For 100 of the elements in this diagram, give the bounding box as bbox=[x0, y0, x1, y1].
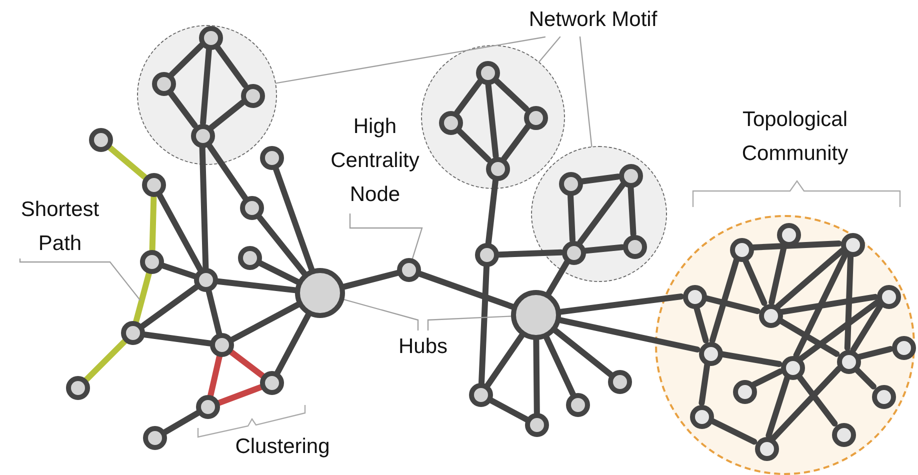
network-node bbox=[142, 173, 166, 197]
network-edge bbox=[230, 302, 301, 342]
network-edge bbox=[142, 332, 214, 346]
network-node bbox=[439, 111, 463, 135]
network-node bbox=[683, 285, 707, 309]
network-edge bbox=[149, 194, 157, 253]
network-node bbox=[759, 304, 783, 328]
network-edge bbox=[775, 248, 845, 310]
network-node bbox=[690, 405, 714, 429]
network-edge bbox=[140, 284, 200, 329]
network-edge bbox=[558, 294, 684, 315]
network-edge bbox=[496, 249, 564, 258]
network-edge bbox=[162, 410, 201, 435]
network-node bbox=[755, 437, 779, 461]
network-node bbox=[152, 72, 176, 96]
network-node bbox=[240, 196, 264, 220]
network-node bbox=[260, 371, 284, 395]
network-edge bbox=[766, 374, 790, 439]
network-node bbox=[66, 376, 90, 400]
network-edge bbox=[258, 260, 301, 285]
callout-label: Shortest Path bbox=[4, 193, 116, 259]
network-edge bbox=[488, 398, 530, 422]
network-edge bbox=[484, 332, 525, 388]
network-node bbox=[89, 128, 113, 152]
network-edge bbox=[84, 338, 128, 382]
network-node bbox=[623, 235, 647, 259]
network-edge bbox=[274, 312, 312, 376]
network-edge bbox=[850, 302, 884, 353]
network-edge bbox=[454, 78, 483, 116]
network-node bbox=[525, 413, 549, 437]
network-edge bbox=[256, 214, 308, 276]
callout-label: High Centrality Node bbox=[318, 110, 432, 214]
hub-node bbox=[511, 290, 561, 340]
network-node bbox=[892, 336, 916, 360]
network-edge bbox=[793, 250, 849, 358]
network-edge bbox=[214, 278, 298, 294]
network-edge bbox=[341, 270, 400, 290]
leader-line bbox=[579, 36, 592, 147]
network-edge bbox=[709, 256, 740, 344]
network-node bbox=[566, 393, 590, 417]
network-node bbox=[194, 268, 218, 292]
network-node bbox=[562, 241, 586, 265]
network-edge bbox=[133, 270, 152, 324]
network-edge bbox=[552, 328, 614, 378]
leader-line bbox=[19, 258, 141, 301]
network-node bbox=[469, 383, 493, 407]
network-edge bbox=[107, 144, 148, 180]
leader-line bbox=[349, 213, 423, 260]
network-edge bbox=[417, 271, 516, 310]
leader-line bbox=[275, 36, 546, 84]
network-node bbox=[841, 233, 865, 257]
leader-line bbox=[538, 36, 561, 62]
network-node bbox=[781, 356, 805, 380]
network-edge bbox=[798, 299, 880, 362]
leader-line bbox=[344, 299, 419, 331]
network-node bbox=[241, 84, 265, 108]
network-node bbox=[733, 380, 757, 404]
network-node bbox=[191, 124, 215, 148]
callout-label: Network Motif bbox=[528, 3, 658, 37]
network-edge bbox=[750, 368, 784, 388]
network-edge bbox=[478, 264, 490, 386]
network-node bbox=[872, 385, 896, 409]
network-node bbox=[476, 61, 500, 85]
network-edge bbox=[501, 124, 531, 162]
network-edge bbox=[577, 182, 626, 246]
network-node bbox=[210, 333, 234, 357]
network-edge bbox=[228, 349, 266, 379]
network-node bbox=[238, 246, 262, 270]
network-node bbox=[199, 26, 223, 50]
network-edge bbox=[533, 337, 540, 416]
network-edge bbox=[160, 262, 198, 280]
network-edge bbox=[852, 366, 876, 390]
network-node bbox=[699, 342, 723, 366]
network-node bbox=[877, 285, 901, 309]
network-node bbox=[121, 321, 145, 345]
network-node bbox=[140, 250, 164, 274]
network-edge bbox=[214, 44, 248, 88]
network-edge bbox=[168, 42, 204, 78]
network-node bbox=[619, 164, 643, 188]
network-node bbox=[143, 426, 167, 450]
network-node bbox=[524, 106, 548, 130]
hub-node bbox=[295, 268, 345, 318]
network-edge bbox=[208, 354, 222, 398]
network-edge bbox=[167, 90, 198, 128]
network-edge bbox=[456, 127, 492, 163]
network-node bbox=[608, 370, 632, 394]
callout-label: Clustering bbox=[234, 434, 331, 460]
network-edge bbox=[206, 142, 248, 202]
network-node bbox=[196, 395, 220, 419]
network-node bbox=[475, 243, 499, 267]
network-node bbox=[559, 172, 583, 196]
network-edge bbox=[492, 77, 530, 112]
network-node bbox=[486, 157, 510, 181]
network-node bbox=[260, 146, 284, 170]
callout-label: Topological Community bbox=[740, 107, 850, 167]
network-edge bbox=[557, 317, 700, 352]
network-edge bbox=[156, 192, 204, 272]
network-edge bbox=[273, 166, 315, 272]
callout-label: Hubs bbox=[388, 330, 458, 366]
network-node bbox=[832, 423, 856, 447]
